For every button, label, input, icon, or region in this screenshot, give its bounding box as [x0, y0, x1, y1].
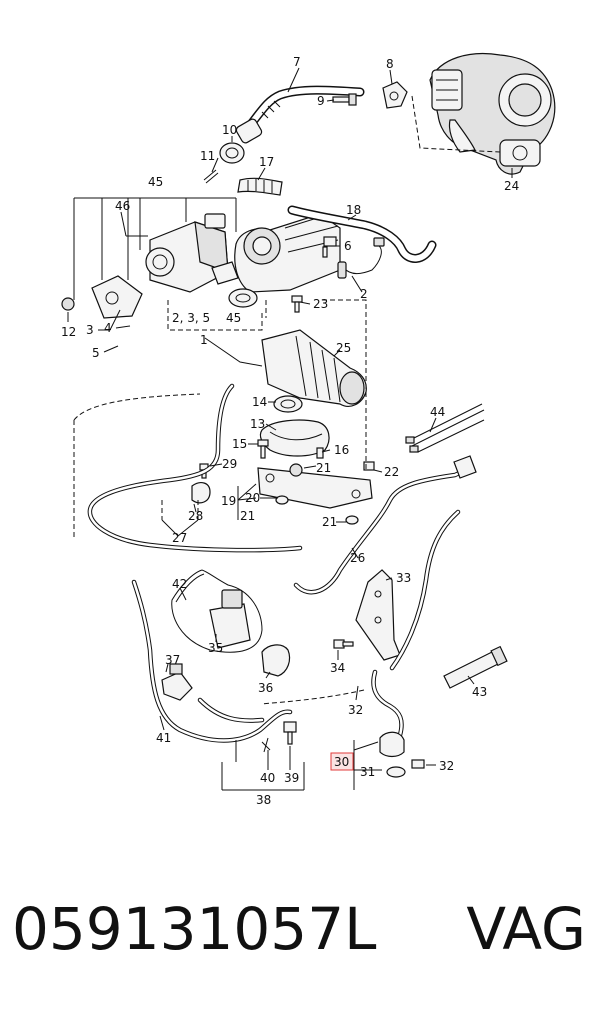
part-caption: 059131057L VAG — [0, 895, 600, 975]
line-42 — [171, 569, 263, 653]
turbocharger-24 — [429, 52, 556, 175]
callout-2-3-5: 2, 3, 5 — [172, 311, 210, 325]
callout-26: 26 — [350, 551, 365, 565]
leader-lines — [67, 67, 513, 791]
callout-9: 9 — [317, 94, 325, 108]
egr-cooler-1 — [228, 213, 341, 308]
clip-39-40 — [261, 721, 297, 753]
line-41-38 — [131, 579, 293, 743]
callout-35: 35 — [208, 641, 223, 655]
callout-28: 28 — [188, 509, 203, 523]
part-number: 059131057L — [12, 895, 377, 963]
callout-40: 40 — [260, 771, 275, 785]
callout-21-b: 21 — [240, 509, 255, 523]
flange-14 — [273, 395, 303, 413]
callout-14: 14 — [252, 395, 267, 409]
mount-36 — [261, 644, 291, 677]
flange-8 — [382, 81, 408, 109]
callout-4: 4 — [104, 321, 112, 335]
callout-19: 19 — [221, 494, 236, 508]
bracket-33 — [355, 569, 401, 661]
callout-36: 36 — [258, 681, 273, 695]
callout-6: 6 — [344, 239, 352, 253]
solenoid-35 — [209, 589, 251, 649]
gasket-45 — [211, 261, 239, 285]
callout-13: 13 — [250, 417, 265, 431]
callout-43: 43 — [472, 685, 487, 699]
support-19 — [257, 461, 375, 525]
callout-29: 29 — [222, 457, 237, 471]
callout-27: 27 — [172, 531, 187, 545]
callout-32-b: 32 — [439, 759, 454, 773]
callout-21-a: 21 — [316, 461, 331, 475]
callout-2: 2 — [360, 287, 368, 301]
stud-11 — [203, 169, 219, 184]
vacuum-line-27 — [87, 383, 303, 553]
pipe-18 — [287, 205, 437, 263]
callout-33: 33 — [396, 571, 411, 585]
callout-42: 42 — [172, 577, 187, 591]
callout-38: 38 — [256, 793, 271, 807]
callout-10: 10 — [222, 123, 237, 137]
hose-17 — [237, 177, 283, 196]
callout-39: 39 — [284, 771, 299, 785]
hose-26 — [293, 455, 477, 595]
callout-41: 41 — [156, 731, 171, 745]
callout-20: 20 — [245, 491, 260, 505]
bolt-15 — [257, 439, 269, 459]
callout-45-top: 45 — [148, 175, 163, 189]
callout-5: 5 — [92, 346, 100, 360]
brand-label: VAG — [466, 895, 586, 963]
valve-37 — [161, 663, 193, 701]
callout-17: 17 — [259, 155, 274, 169]
callout-labels: 7 8 9 10 11 17 45 46 18 6 2 23 12 3 4 5 … — [61, 55, 519, 807]
callout-46: 46 — [115, 199, 130, 213]
callout-7: 7 — [293, 55, 301, 69]
callout-24: 24 — [504, 179, 519, 193]
callout-32-a: 32 — [348, 703, 363, 717]
callout-23: 23 — [313, 297, 328, 311]
callout-15: 15 — [232, 437, 247, 451]
callout-12: 12 — [61, 325, 76, 339]
callout-34: 34 — [330, 661, 345, 675]
hose-30 — [371, 509, 461, 778]
sensor-2 — [337, 237, 385, 279]
callout-25: 25 — [336, 341, 351, 355]
callout-30-highlighted: 30 — [334, 755, 349, 769]
callout-37: 37 — [165, 653, 180, 667]
callout-45-bottom: 45 — [226, 311, 241, 325]
bolt-6 — [322, 236, 337, 258]
gasket-10 — [219, 142, 245, 164]
bolt-16 — [316, 447, 324, 459]
bolt-34 — [333, 639, 354, 649]
callout-21-c: 21 — [322, 515, 337, 529]
egr-valve-46 — [145, 213, 229, 293]
callout-31: 31 — [360, 765, 375, 779]
tube-43 — [443, 645, 508, 689]
bolt-9 — [332, 93, 357, 106]
exploded-parts-diagram: 7 8 9 10 11 17 45 46 18 6 2 23 12 3 4 5 … — [61, 52, 556, 807]
callout-44: 44 — [430, 405, 445, 419]
callout-18: 18 — [346, 203, 361, 217]
highlight-box-30 — [330, 752, 354, 771]
bolt-23 — [291, 295, 303, 313]
callout-22: 22 — [384, 465, 399, 479]
callout-1: 1 — [200, 333, 208, 347]
callout-11: 11 — [200, 149, 215, 163]
egr-pipe-7 — [235, 85, 365, 144]
cable-ties-44 — [405, 403, 485, 453]
callout-8: 8 — [386, 57, 394, 71]
callout-16: 16 — [334, 443, 349, 457]
callout-3: 3 — [86, 323, 94, 337]
bracket-12-3 — [61, 275, 143, 319]
